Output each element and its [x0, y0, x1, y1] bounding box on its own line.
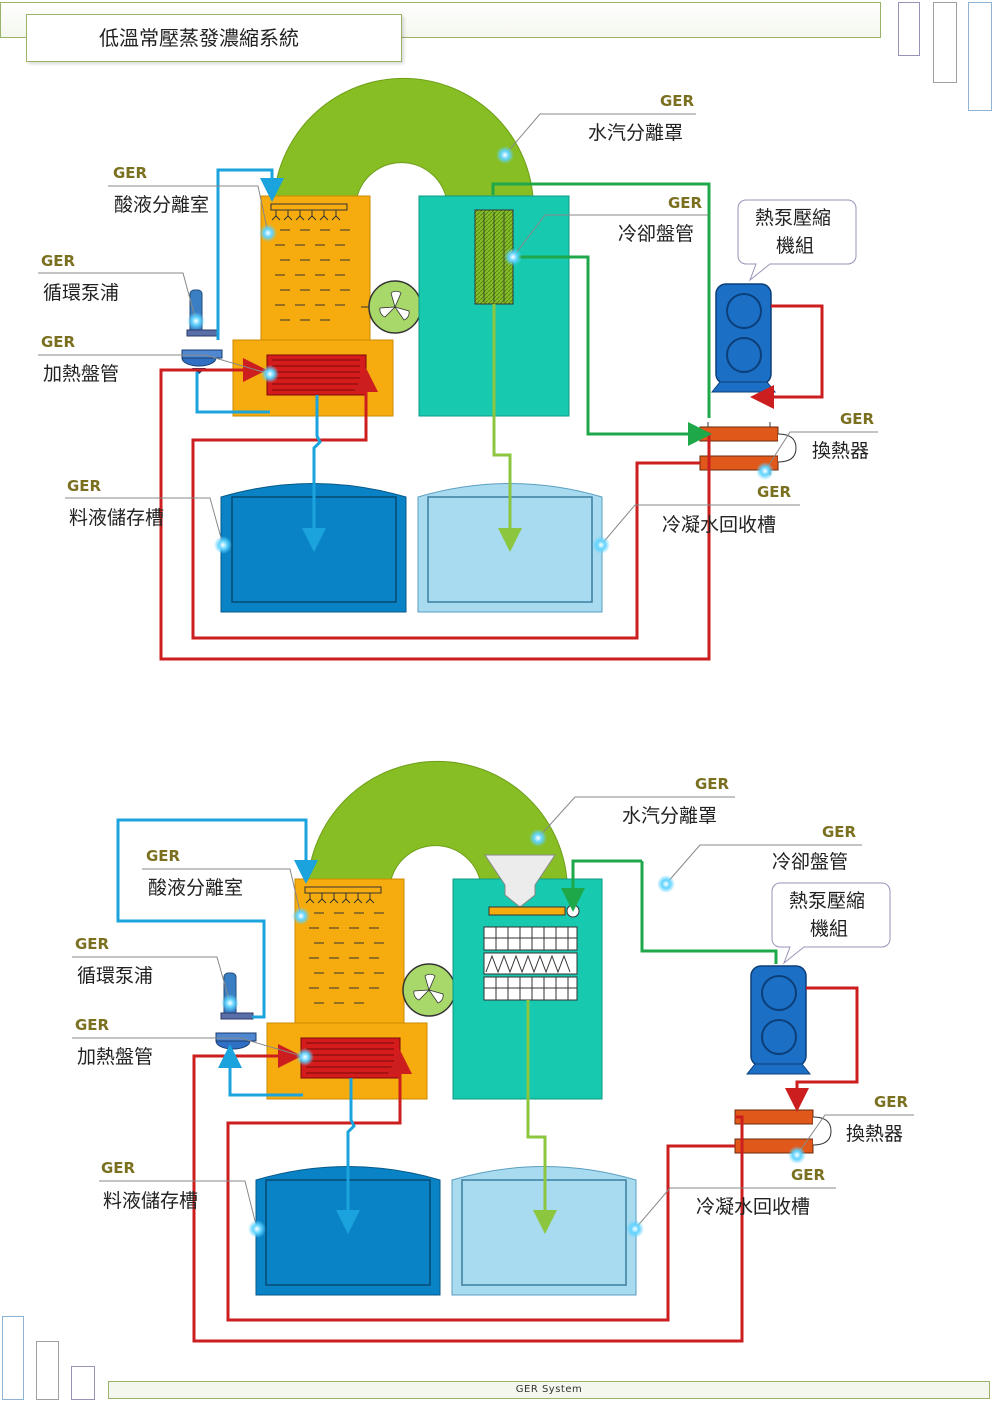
ger-label: GER: [67, 477, 102, 495]
diagram-2: GER GER GER GER GER GER GER GER 酸液分離室 循環…: [72, 760, 914, 1343]
ger-label: GER: [75, 1016, 110, 1034]
ger-label: GER: [101, 1159, 136, 1177]
heating-coil-box: [266, 354, 367, 396]
heat-pump-unit-icon: [745, 965, 812, 1075]
ger-label: GER: [668, 194, 703, 212]
ger-label: GER: [822, 823, 857, 841]
feed-pipe: [195, 168, 326, 552]
sprayer-bar: [304, 886, 382, 894]
decor-rect: [36, 1341, 59, 1400]
label-condensate-tank: 冷凝水回收槽: [662, 514, 776, 536]
label-heat-exchanger: 換熱器: [812, 440, 869, 462]
label-heat-pump-1: 熱泵壓縮: [755, 207, 831, 229]
condensate-pipe: [526, 1000, 557, 1234]
footer-bar: GER System: [108, 1381, 990, 1399]
diagram-1: GER GER GER GER GER GER GER GER 酸液分離室 循環…: [38, 77, 878, 661]
label-feed-tank: 料液儲存槽: [69, 507, 164, 529]
cooling-pipe: [561, 859, 778, 964]
steam-separator-hood: [307, 760, 568, 881]
title-box: 低溫常壓蒸發濃縮系統: [26, 14, 402, 62]
cooling-coil: [483, 926, 578, 1001]
ger-label: GER: [41, 333, 76, 351]
liquid-dashes: [275, 229, 350, 321]
ger-label: GER: [113, 164, 148, 182]
label-circulation-pump: 循環泵浦: [77, 965, 153, 987]
decor-rect: [898, 2, 920, 56]
cooling-pipe: [491, 182, 712, 446]
ger-label: GER: [146, 847, 181, 865]
label-heat-pump-2: 機組: [776, 235, 814, 257]
decor-rect: [968, 2, 992, 111]
heating-loop-pipe: [192, 986, 859, 1343]
footer-text: GER System: [515, 1384, 583, 1395]
ger-label: GER: [840, 410, 875, 428]
marker-dots: [187, 146, 774, 554]
heating-coil-box: [300, 1037, 401, 1079]
label-heat-pump-2: 機組: [810, 918, 848, 940]
ger-label: GER: [695, 775, 730, 793]
label-steam-separator: 水汽分離罩: [622, 805, 717, 827]
ger-label: GER: [874, 1093, 909, 1111]
label-condensate-tank: 冷凝水回收槽: [696, 1196, 810, 1218]
label-cooling-coil: 冷卻盤管: [772, 851, 848, 873]
heat-pump-callout: [771, 882, 891, 965]
leader-lines: [38, 113, 878, 546]
marker-dots: [221, 829, 806, 1238]
decor-rect: [71, 1366, 95, 1400]
label-acid-separator: 酸液分離室: [114, 194, 209, 216]
ger-label: GER: [757, 483, 792, 501]
heat-pump-unit-icon: [710, 283, 777, 393]
steam-separator-hood: [273, 77, 534, 198]
label-feed-tank: 料液儲存槽: [103, 1190, 198, 1212]
feed-pipe: [116, 818, 360, 1234]
circulation-pump-icon: [181, 289, 223, 374]
label-steam-separator: 水汽分離罩: [588, 122, 683, 144]
ger-label: GER: [791, 1166, 826, 1184]
heat-exchanger-icon: [699, 422, 797, 475]
funnel-icon: [484, 854, 556, 908]
decor-rect: [2, 1316, 24, 1400]
label-heat-exchanger: 換熱器: [846, 1123, 903, 1145]
label-heat-pump-1: 熱泵壓縮: [789, 890, 865, 912]
ger-label: GER: [41, 252, 76, 270]
condensate-pipe: [492, 304, 522, 552]
label-heating-coil: 加熱盤管: [77, 1046, 153, 1068]
heat-exchanger-icon: [734, 1109, 832, 1154]
label-cooling-coil: 冷卻盤管: [618, 223, 694, 245]
leader-lines: [72, 796, 914, 1230]
ger-label: GER: [660, 92, 695, 110]
label-heating-coil: 加熱盤管: [43, 363, 119, 385]
heat-pump-callout: [737, 199, 857, 282]
page-title: 低溫常壓蒸發濃縮系統: [99, 26, 299, 50]
label-acid-separator: 酸液分離室: [148, 877, 243, 899]
ger-label: GER: [75, 935, 110, 953]
decor-rect: [933, 2, 957, 83]
sprayer-bar: [270, 203, 348, 211]
label-circulation-pump: 循環泵浦: [43, 282, 119, 304]
